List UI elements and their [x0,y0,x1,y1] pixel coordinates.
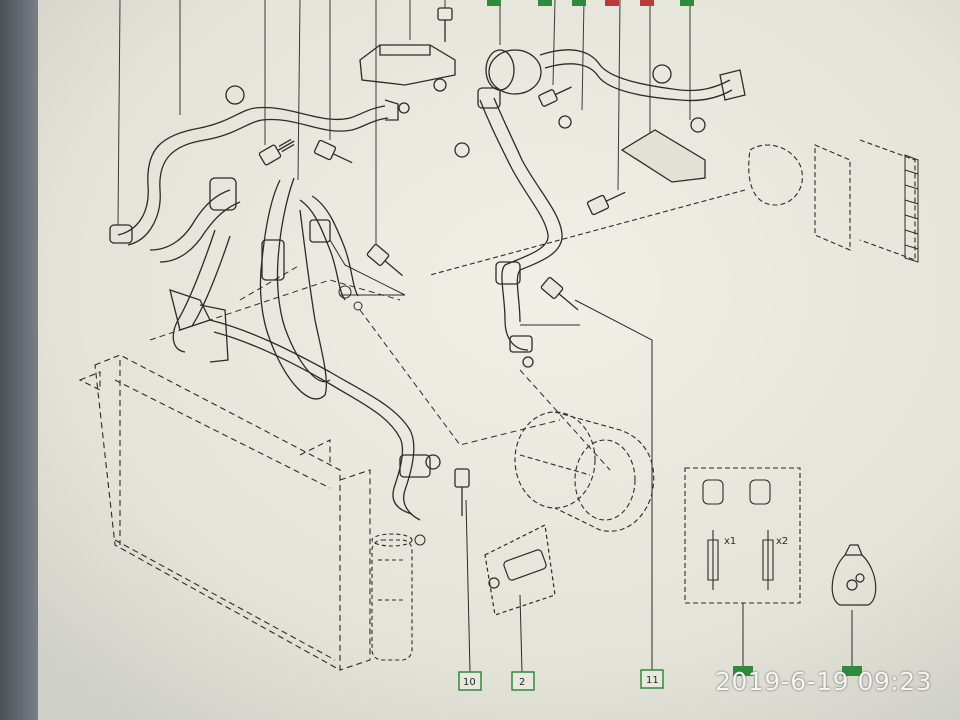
evaporator-fins [904,154,919,263]
expansion-valve-area [429,139,916,276]
callout-label-11: 11 [646,675,659,686]
top-bracket [359,44,456,92]
callout-label-2: 2 [519,677,525,688]
desiccant-bag [831,544,877,606]
centre-bolts [258,7,626,516]
photo-timestamp: 2019-6-19 09:23 [715,667,932,696]
dashed-guides [149,264,611,471]
condenser [78,354,371,671]
leader-lines-bottom [465,299,853,673]
callout-label-10: 10 [463,677,476,688]
foam-pad [620,129,706,183]
paper-sheet [38,0,960,720]
leader-lines-top [117,0,691,245]
valve-kit-box [684,467,801,604]
pressure-switch [484,524,556,616]
callout-box-valve-kit [733,666,753,676]
callout-box-11 [640,669,664,689]
callout-box-2 [511,671,535,691]
upper-left-hose [109,85,410,246]
receiver-drier [371,533,413,661]
callout-boxes: 10 2 11 [458,666,862,691]
compressor [514,411,655,532]
valve-qty-labels: x1 x2 [724,536,788,547]
callout-box-10 [458,671,482,691]
fitting-lines [329,239,580,546]
callout-box-desiccant [842,666,862,676]
liquid-pipe [209,319,441,521]
paper-edge-shadow [0,0,40,720]
top-callout-markers [487,0,694,6]
right-hose-assembly [454,49,746,368]
qty-label-left: x1 [724,536,736,547]
qty-label-right: x2 [776,536,788,547]
left-hose-assembly [149,177,359,400]
